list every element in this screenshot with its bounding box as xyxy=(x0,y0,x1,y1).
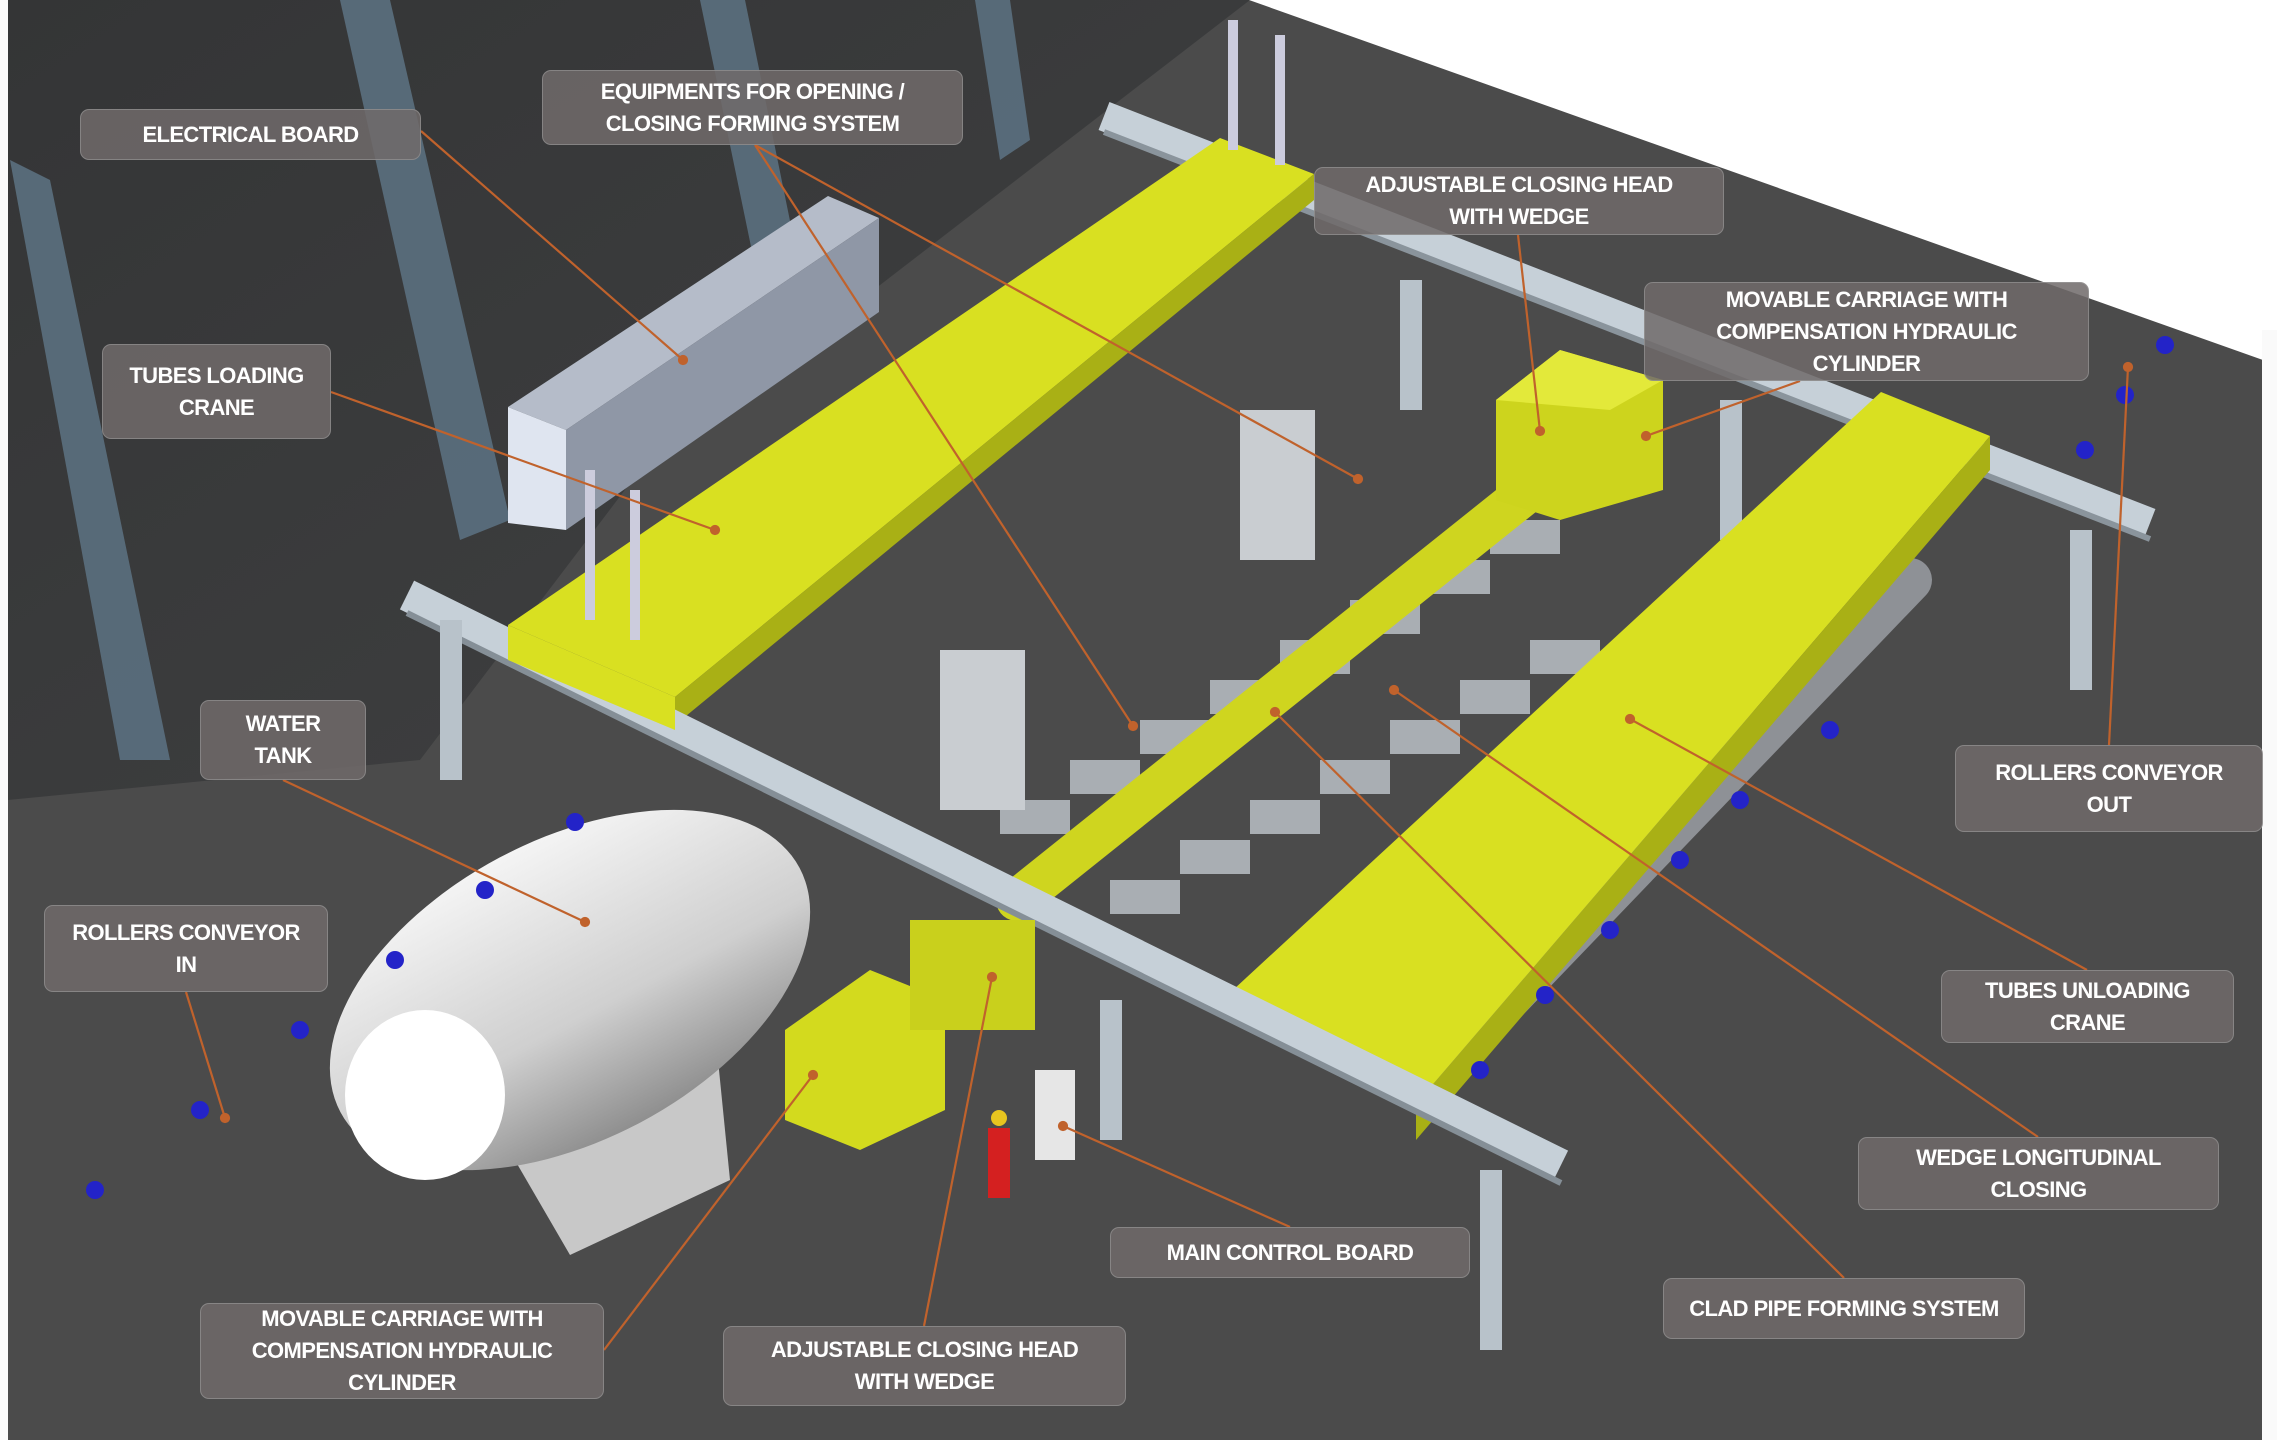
electrical-board-cabinets xyxy=(508,196,879,530)
label-line: ROLLERS CONVEYOR xyxy=(1995,759,2223,785)
label-line: CLOSING xyxy=(1990,1176,2087,1202)
conveyor-rollers xyxy=(86,336,2174,1199)
label-line: COMPENSATION HYDRAULIC xyxy=(251,1338,553,1363)
leader-lines xyxy=(184,130,2134,1351)
carriage-top xyxy=(1496,350,1663,520)
label-line: TUBES LOADING xyxy=(129,362,304,388)
label-line: CRANE xyxy=(2049,1009,2126,1035)
label-line: MAIN CONTROL BOARD xyxy=(1166,1239,1414,1265)
label-line: EQUIPMENTS FOR OPENING / xyxy=(600,78,905,104)
carriage-bottom xyxy=(785,920,1035,1150)
label-line: CLOSING FORMING SYSTEM xyxy=(605,110,900,136)
tubes-unloading-crane-shape xyxy=(1220,392,1990,1140)
label-rollers-conveyor-in: ROLLERS CONVEYOR IN xyxy=(44,905,328,992)
label-movable-carriage-bottom: MOVABLE CARRIAGE WITH COMPENSATION HYDRAU… xyxy=(200,1303,604,1399)
label-electrical-board: ELECTRICAL BOARD xyxy=(80,109,421,160)
label-tubes-unloading-crane: TUBES UNLOADING CRANE xyxy=(1941,970,2234,1043)
water-tank-shape xyxy=(329,809,811,1255)
label-line: MOVABLE CARRIAGE WITH xyxy=(261,1306,543,1331)
label-main-control-board: MAIN CONTROL BOARD xyxy=(1110,1227,1470,1278)
label-line: ELECTRICAL BOARD xyxy=(142,121,359,147)
label-line: TANK xyxy=(254,743,312,768)
label-line: CYLINDER xyxy=(348,1370,456,1395)
label-water-tank: WATER TANK xyxy=(200,700,366,780)
label-line: ROLLERS CONVEYOR xyxy=(72,919,300,945)
label-line: MOVABLE CARRIAGE WITH xyxy=(1725,286,2008,312)
label-tubes-loading-crane: TUBES LOADING CRANE xyxy=(102,344,331,439)
front-rail xyxy=(399,580,1569,1350)
label-equipments-opening-closing: EQUIPMENTS FOR OPENING / CLOSING FORMING … xyxy=(542,70,963,145)
label-movable-carriage-top: MOVABLE CARRIAGE WITH COMPENSATION HYDRAU… xyxy=(1644,282,2089,381)
label-line: WEDGE LONGITUDINAL xyxy=(1916,1144,2161,1170)
label-adjustable-closing-head-top: ADJUSTABLE CLOSING HEAD WITH WEDGE xyxy=(1314,167,1724,235)
label-line: CYLINDER xyxy=(1812,350,1921,376)
label-line: CRANE xyxy=(178,394,255,420)
label-line: CLAD PIPE FORMING SYSTEM xyxy=(1689,1295,1999,1321)
label-line: TUBES UNLOADING xyxy=(1985,977,2190,1003)
label-clad-pipe-forming-system: CLAD PIPE FORMING SYSTEM xyxy=(1663,1278,2025,1339)
label-line: ADJUSTABLE CLOSING HEAD xyxy=(770,1337,1079,1362)
label-adjustable-closing-head-bottom: ADJUSTABLE CLOSING HEAD WITH WEDGE xyxy=(723,1326,1126,1406)
label-line: IN xyxy=(175,951,197,977)
label-line: WITH WEDGE xyxy=(1449,204,1589,229)
label-line: COMPENSATION HYDRAULIC xyxy=(1716,318,2017,344)
label-line: WATER xyxy=(245,711,321,736)
clad-pipe xyxy=(996,444,1582,921)
label-line: ADJUSTABLE CLOSING HEAD xyxy=(1365,172,1673,197)
label-line: WITH WEDGE xyxy=(854,1369,995,1394)
grey-units xyxy=(940,410,1315,810)
label-line: OUT xyxy=(2086,791,2132,817)
operator-figure xyxy=(988,1070,1075,1198)
tubes-loading-crane-shape xyxy=(508,20,1314,725)
label-rollers-conveyor-out: ROLLERS CONVEYOR OUT xyxy=(1955,745,2263,832)
label-wedge-longitudinal-closing: WEDGE LONGITUDINAL CLOSING xyxy=(1858,1137,2219,1210)
background-corner xyxy=(1249,0,2277,365)
